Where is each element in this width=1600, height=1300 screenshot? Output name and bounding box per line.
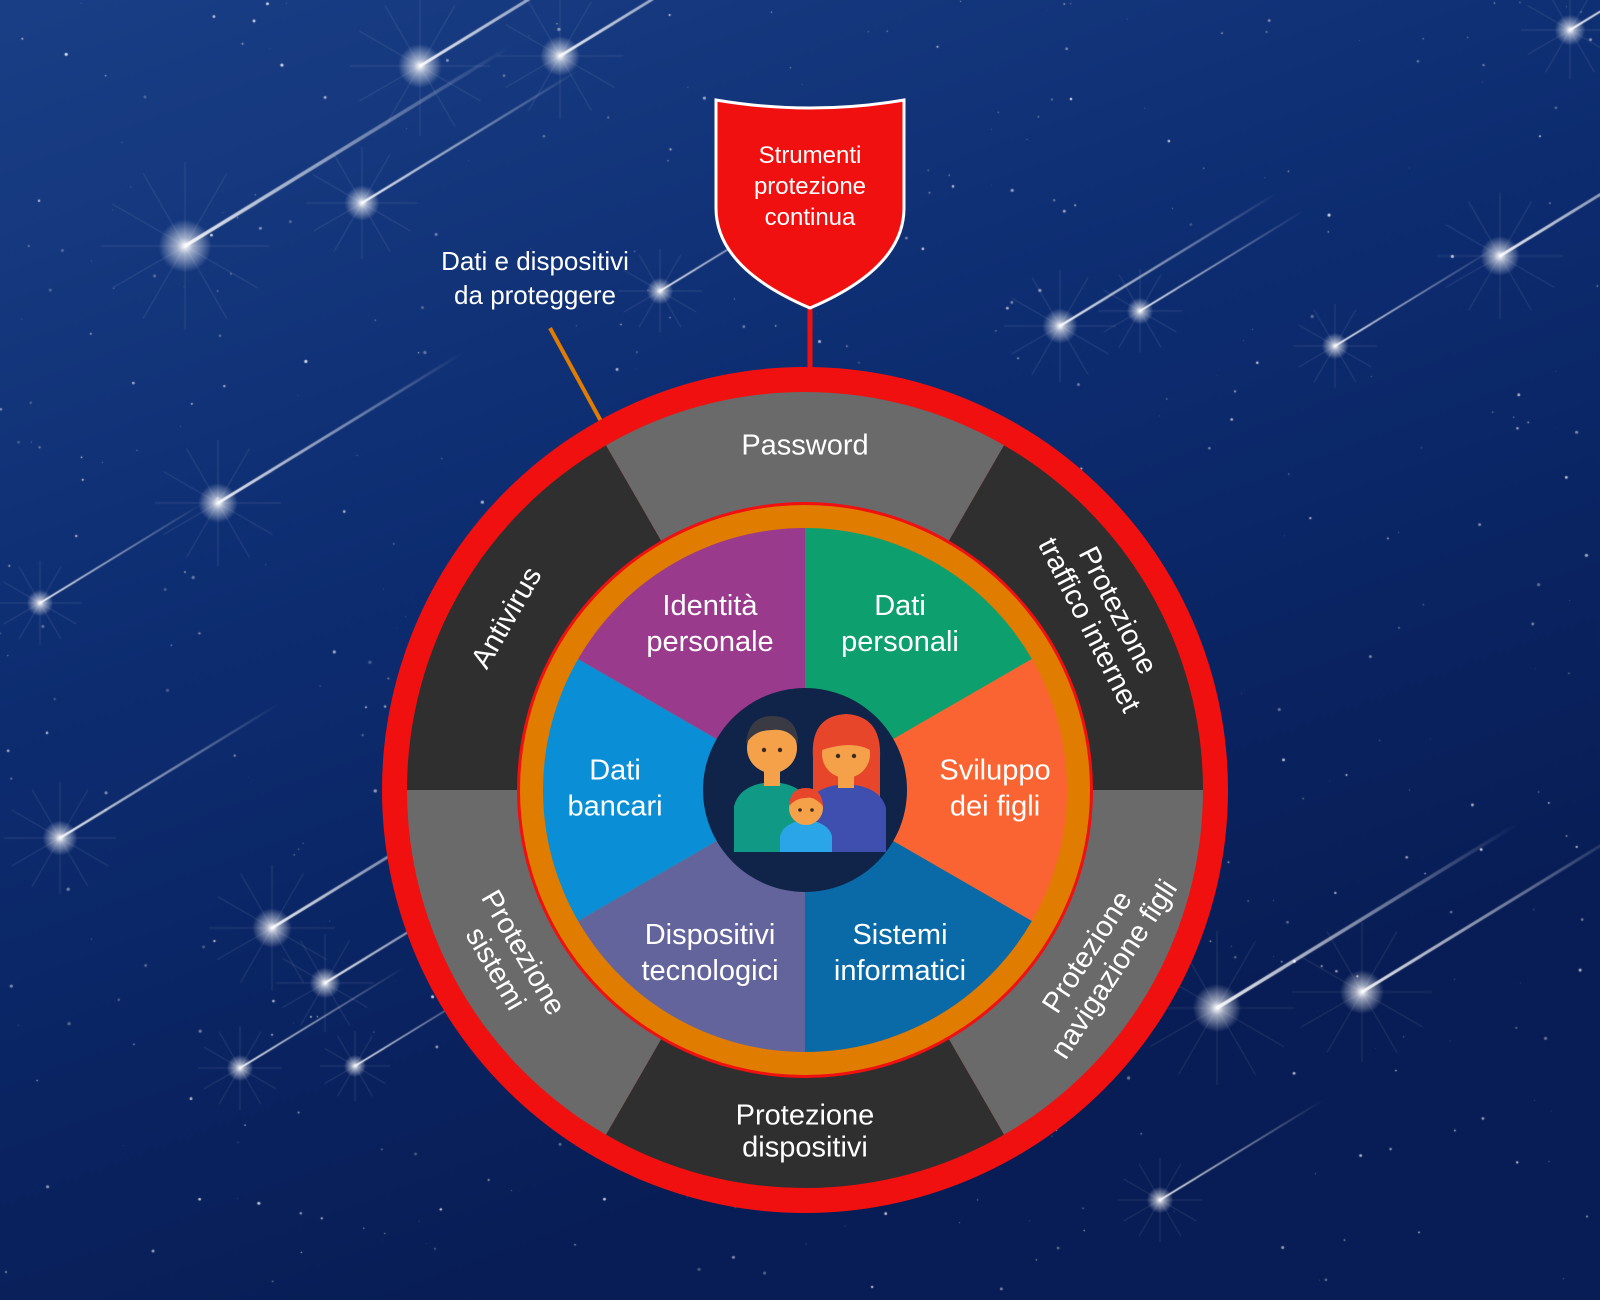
inner-label-sistemi-informatici-line-2: informatici [834, 955, 966, 987]
inner-label-identita-personale-line-2: personale [646, 626, 773, 658]
inner-label-sistemi-informatici-line-1: Sistemi [852, 919, 947, 951]
outer-label-password-line-1: Password [741, 430, 868, 462]
outer-label-dispositivi-line-2: dispositivi [742, 1132, 868, 1164]
inner-label-sviluppo-figli-line-1: Sviluppo [939, 755, 1050, 787]
outer-label-dispositivi-line-1: Protezione [736, 1100, 875, 1132]
outer-segment-dispositivi [606, 1039, 1004, 1188]
inner-label-dispositivi-tecnologici-line-2: tecnologici [641, 955, 778, 987]
inner-segment-sviluppo-figli [805, 659, 1067, 921]
outer-segment-navigazione-figli [949, 790, 1203, 1135]
inner-label-sviluppo-figli-line-2: dei figli [950, 791, 1040, 823]
inner-label-dati-personali-line-1: Dati [874, 590, 926, 622]
shield-label-line-3: continua [765, 204, 856, 231]
inner-segment-dati-bancari [543, 659, 805, 921]
shield-label-line-1: Strumenti [759, 142, 862, 169]
inner-label-dispositivi-tecnologici-line-1: Dispositivi [645, 919, 776, 951]
inner-label-identita-personale-line-1: Identità [662, 590, 758, 622]
callout-label-line-2: da proteggere [454, 280, 616, 310]
shield-label-line-2: protezione [754, 173, 866, 200]
inner-label-dati-personali-line-2: personali [841, 626, 959, 658]
outer-segment-traffico-internet [949, 445, 1203, 790]
callout-label-line-1: Dati e dispositivi [441, 246, 629, 276]
family-icon [703, 688, 907, 892]
outer-segment-sistemi [407, 790, 661, 1135]
inner-label-dati-bancari-line-2: bancari [567, 791, 662, 823]
outer-segment-antivirus [407, 445, 661, 790]
shield-icon [714, 98, 906, 310]
inner-label-dati-bancari-line-1: Dati [589, 755, 641, 787]
outer-segment-password [606, 391, 1004, 541]
